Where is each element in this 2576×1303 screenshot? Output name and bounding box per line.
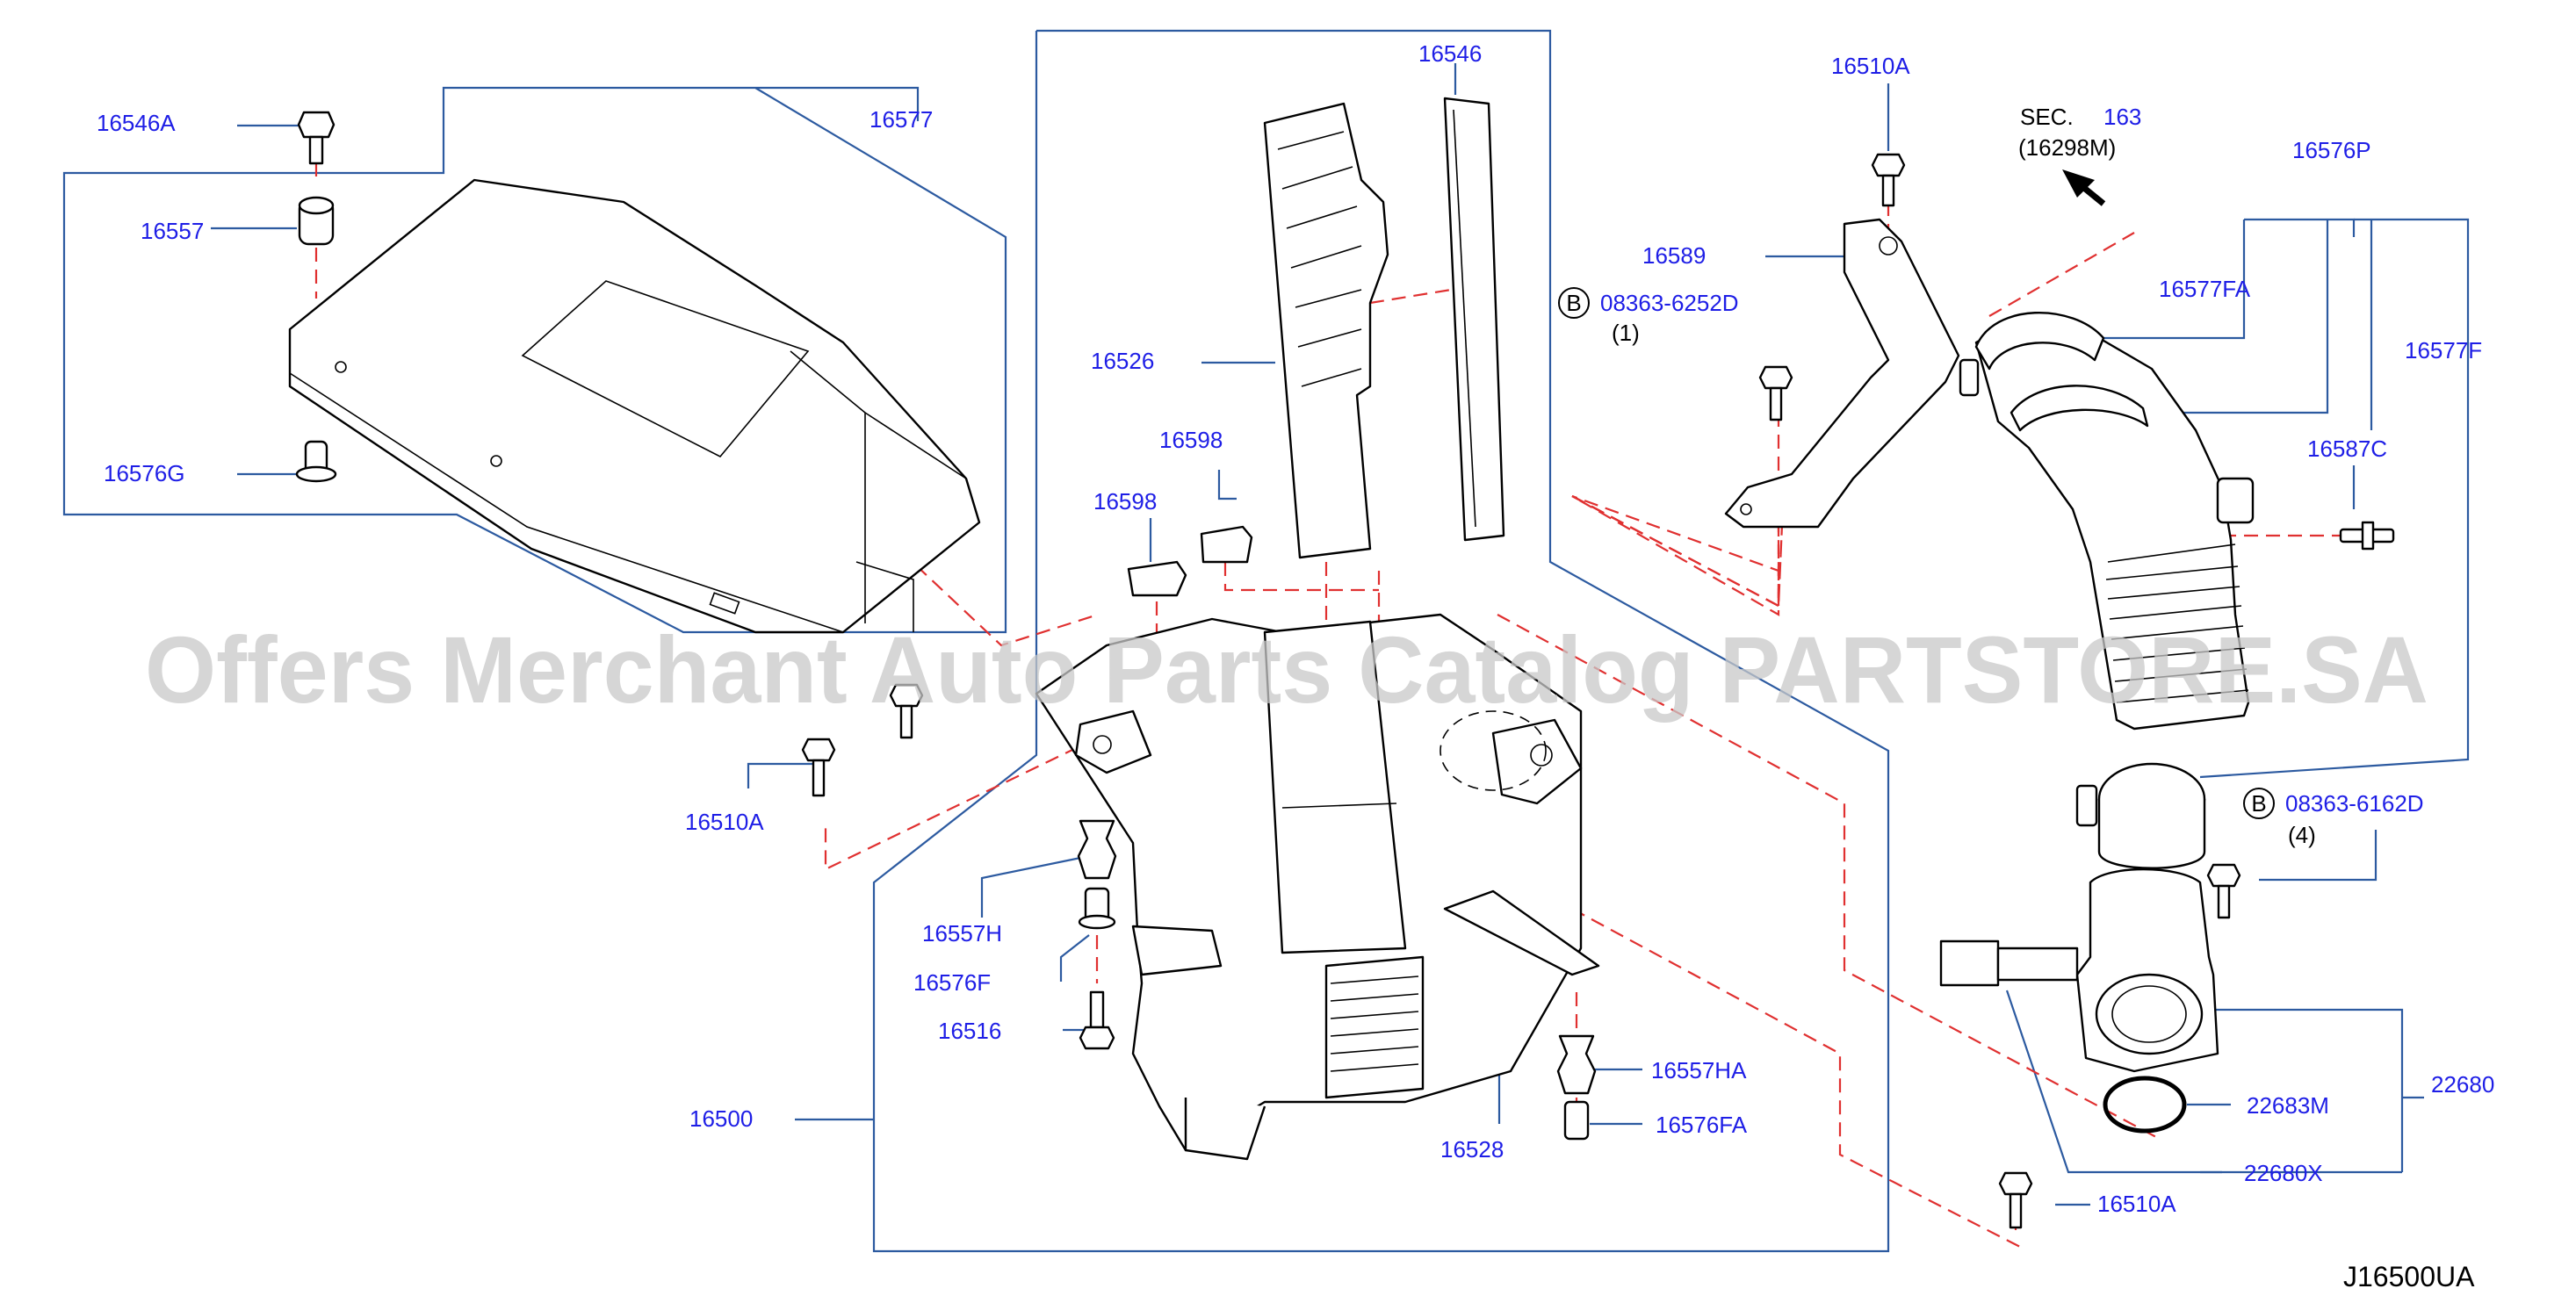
callout-labels[interactable]: 16546A 16577 16557 16576G 16546 16526 16… — [97, 40, 2494, 1292]
bolt-ref-symbol: B — [1566, 290, 1581, 316]
bolt-ref-qty-1: (1) — [1612, 320, 1640, 346]
bolt-16516 — [1079, 990, 1115, 1050]
clip-16598-a — [1200, 525, 1253, 564]
callout-16528[interactable]: 16528 — [1440, 1136, 1504, 1163]
airflow-meter-22680 — [1939, 867, 2219, 1073]
callout-16576G[interactable]: 16576G — [104, 460, 185, 486]
bolt-16510A-top — [1871, 153, 1906, 207]
bolt-16546A — [297, 111, 336, 165]
bolt-ref-qty-2: (4) — [2288, 822, 2316, 848]
callout-16557HA[interactable]: 16557HA — [1651, 1057, 1747, 1083]
sec-ref-number[interactable]: 163 — [2103, 104, 2141, 130]
callout-22680[interactable]: 22680 — [2431, 1071, 2494, 1098]
grommet-16557 — [298, 196, 335, 246]
callout-16510A-left[interactable]: 16510A — [685, 809, 764, 835]
sec-ref-prefix: SEC. — [2020, 104, 2074, 130]
bolt-16510A-left — [801, 738, 836, 797]
callout-16546[interactable]: 16546 — [1418, 40, 1482, 67]
grommet-16557HA — [1556, 1034, 1597, 1095]
bolt-16510A-bottom — [1998, 1171, 2033, 1229]
callout-16598-a[interactable]: 16598 — [1159, 427, 1223, 453]
sec-ref-sub: (16298M) — [2018, 134, 2116, 161]
callout-16510A-top[interactable]: 16510A — [1831, 53, 1910, 79]
clamp-16577F — [2075, 762, 2206, 869]
callout-16557[interactable]: 16557 — [141, 218, 204, 244]
pin-16576F — [1078, 887, 1116, 930]
callout-16500[interactable]: 16500 — [689, 1105, 753, 1132]
filter-element-16546 — [1443, 97, 1505, 542]
diagram-code: J16500UA — [2343, 1261, 2475, 1292]
upper-air-cleaner-cover — [288, 178, 981, 634]
intake-duct-16576P — [1959, 311, 2255, 731]
filter-frame-16526 — [1263, 102, 1389, 559]
callout-16516[interactable]: 16516 — [938, 1018, 1001, 1044]
callout-16526[interactable]: 16526 — [1091, 348, 1154, 374]
callout-16546A[interactable]: 16546A — [97, 110, 176, 136]
callout-16598-b[interactable]: 16598 — [1093, 488, 1157, 515]
callout-16587C[interactable]: 16587C — [2307, 436, 2387, 462]
bracket-16589 — [1724, 218, 1960, 529]
callout-16577[interactable]: 16577 — [869, 106, 933, 133]
watermark: Offers Merchant Auto Parts Catalog PARTS… — [145, 616, 2428, 723]
clip-16598-b — [1127, 560, 1187, 597]
callout-16576FA[interactable]: 16576FA — [1656, 1112, 1748, 1138]
arrow-sec-ref — [2062, 169, 2106, 206]
callout-16510A-bottom[interactable]: 16510A — [2097, 1191, 2176, 1217]
callout-22683M[interactable]: 22683M — [2247, 1092, 2329, 1119]
air-cleaner-body-16500 — [1035, 613, 1600, 1161]
bolt-ref-circle-1: B — [1558, 287, 1590, 319]
callout-16557H[interactable]: 16557H — [922, 920, 1002, 947]
bolt-ref-symbol: B — [2251, 790, 2266, 817]
bolt-ref-part-1[interactable]: 08363-6252D — [1600, 290, 1739, 316]
leader-lines — [62, 29, 2470, 1253]
callout-22680X[interactable]: 22680X — [2244, 1160, 2323, 1186]
hose-16587C — [2339, 521, 2395, 551]
bolt-cover-side — [889, 683, 924, 739]
callout-16589[interactable]: 16589 — [1642, 242, 1706, 269]
pin-16576G — [295, 440, 337, 483]
bolt-08363-6252D — [1758, 365, 1793, 421]
pin-16576FA — [1563, 1100, 1590, 1141]
bolt-ref-part-2[interactable]: 08363-6162D — [2285, 790, 2424, 817]
callout-16576P[interactable]: 16576P — [2292, 137, 2371, 163]
callout-16576F[interactable]: 16576F — [913, 969, 991, 996]
callout-16577F[interactable]: 16577F — [2405, 337, 2482, 364]
callout-16577FA[interactable]: 16577FA — [2159, 276, 2251, 302]
o-ring-22683M — [2103, 1076, 2187, 1134]
bolt-08363-6162D — [2206, 863, 2241, 919]
grommet-16557H — [1077, 819, 1117, 880]
bolt-ref-circle-2: B — [2243, 788, 2275, 819]
